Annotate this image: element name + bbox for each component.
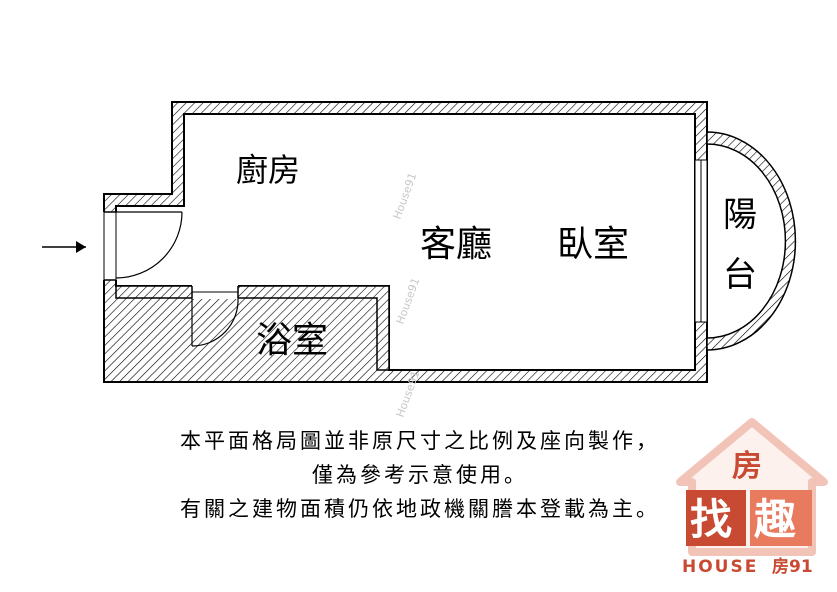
disclaimer-notes: 本平面格局圖並非原尺寸之比例及座向製作， 僅為參考示意使用。 有關之建物面積仍依… — [90, 424, 750, 526]
bedroom-label: 臥室 — [557, 224, 629, 265]
balcony-wall — [706, 131, 797, 351]
bathroom-label: 浴室 — [256, 320, 328, 361]
entrance-door — [115, 211, 183, 279]
logo-brand-en: HOUSE — [682, 557, 758, 577]
logo-char-right: 趣 — [754, 495, 796, 544]
disclaimer-line-3: 有關之建物面積仍依地政機關謄本登載為主。 — [180, 497, 660, 521]
logo-left-block — [686, 490, 746, 546]
logo-char-left: 找 — [690, 495, 732, 544]
watermark-1: House91 — [391, 171, 420, 221]
balcony-label-bottom: 台 — [723, 255, 757, 295]
house91-logo: 房 找 趣 HOUSE 房91 — [676, 418, 828, 577]
disclaimer-line-1: 本平面格局圖並非原尺寸之比例及座向製作， — [180, 429, 660, 453]
watermark-2: House91 — [394, 276, 423, 326]
bathroom-wall — [115, 285, 390, 371]
kitchen-label: 廚房 — [236, 151, 300, 189]
disclaimer-line-2: 僅為參考示意使用。 — [312, 463, 528, 487]
logo-brand-cn: 房91 — [772, 556, 813, 577]
logo-right-block — [750, 490, 812, 546]
floor-plan: 廚房 客廳 臥室 浴室 陽 台 House91 House91 House91 — [42, 101, 797, 419]
entrance-arrow — [42, 241, 86, 253]
balcony-label-top: 陽 — [723, 195, 757, 235]
living-room-label: 客廳 — [420, 224, 492, 265]
logo-char-top: 房 — [732, 449, 762, 484]
entrance-opening — [103, 212, 117, 280]
bathroom-door — [191, 297, 239, 347]
